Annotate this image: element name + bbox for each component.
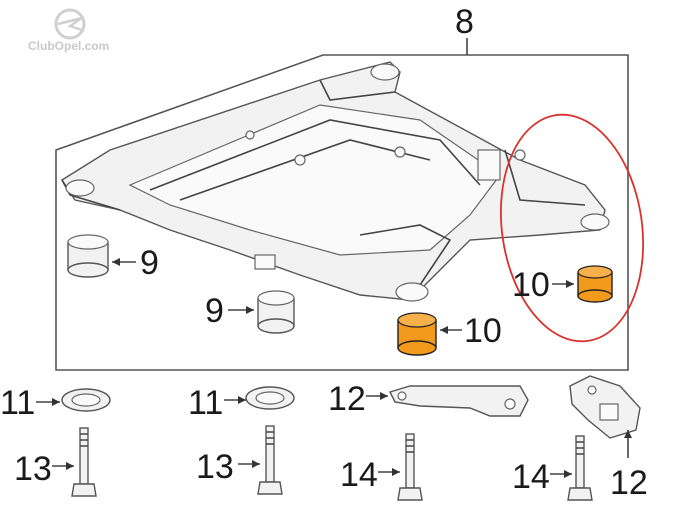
washer-11-left (61, 388, 111, 412)
callout-9a: 9 (140, 244, 159, 282)
callout-11a: 11 (0, 384, 35, 422)
callout-14b: 14 (512, 458, 550, 496)
watermark-logo: ClubOpel.com (28, 8, 109, 53)
callout-14a: 14 (340, 456, 378, 494)
bushing-9-left (67, 234, 109, 278)
bushing-10-upper (577, 265, 613, 303)
bracket-12-mount (569, 375, 641, 439)
crossmember-subframe (61, 61, 610, 302)
highlight-circle (499, 113, 645, 343)
assembly-frame (55, 54, 629, 371)
callout-11b: 11 (188, 384, 223, 422)
washer-11-right (245, 386, 295, 410)
watermark-text: ClubOpel.com (28, 39, 109, 53)
bushing-9-right (257, 290, 295, 334)
callout-13a-text: 13 (14, 450, 52, 488)
bolt-13-left (71, 427, 97, 497)
bushing-10-lower (397, 312, 437, 356)
bolt-14-left (397, 433, 423, 501)
callout-12a: 12 (328, 380, 366, 418)
bolt-13-right (257, 425, 283, 495)
bolt-14-right (567, 435, 593, 501)
callout-12b: 12 (610, 464, 648, 502)
callout-13b: 13 (196, 448, 234, 486)
callout-9b: 9 (205, 292, 224, 330)
callout-10b: 10 (464, 312, 502, 350)
bracket-12-link (389, 385, 529, 417)
callout-10a: 10 (512, 266, 550, 304)
callout-8: 8 (455, 3, 474, 41)
